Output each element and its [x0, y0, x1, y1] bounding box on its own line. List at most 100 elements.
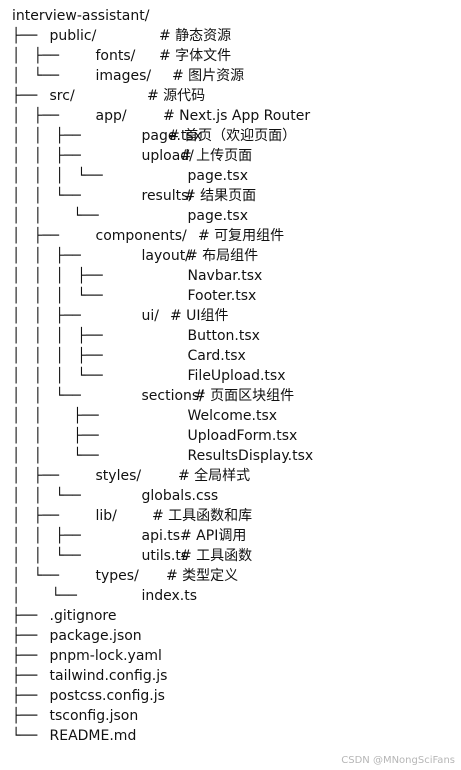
tree-item-name: types/	[95, 568, 139, 584]
tree-branch: ├──	[12, 88, 38, 104]
tree-item-name: Navbar.tsx	[187, 268, 263, 284]
tree-branch: │ └──	[12, 68, 60, 84]
tree-item-name: upload/	[141, 148, 194, 164]
tree-branch: │ ├──	[12, 468, 60, 484]
tree-item-name: page.tsx	[141, 128, 202, 144]
tree-line: │ │ ├── UploadForm.tsx	[12, 426, 457, 446]
tree-comment: # Next.js App Router	[163, 108, 311, 124]
tree-line: │ │ └── ResultsDisplay.tsx	[12, 446, 457, 466]
tree-branch: │ │ └──	[12, 188, 81, 204]
tree-item-name: styles/	[95, 468, 142, 484]
tree-line: │ │ ├── api.ts# API调用	[12, 526, 457, 546]
tree-item-name: page.tsx	[187, 208, 248, 224]
root-folder-name: interview-assistant/	[12, 8, 150, 24]
tree-branch: │ ├──	[12, 108, 60, 124]
tree-branch: │ │ │ └──	[12, 288, 103, 304]
watermark: CSDN @MNongSciFans	[341, 755, 455, 766]
tree-item-name: UploadForm.tsx	[187, 428, 298, 444]
tree-item-name: utils.ts	[141, 548, 189, 564]
tree-line: ├──tsconfig.json	[12, 706, 457, 726]
tree-item-name: tailwind.config.js	[49, 668, 168, 684]
tree-item-name: Card.tsx	[187, 348, 246, 364]
tree-branch: │ │ ├──	[12, 148, 81, 164]
tree-branch: │ │ └──	[12, 208, 99, 224]
tree-line: │ │ │ ├──Button.tsx	[12, 326, 457, 346]
tree-branch: │ ├──	[12, 48, 60, 64]
tree-branch: │ │ │ └──	[12, 168, 103, 184]
tree-branch: │ │ ├──	[12, 428, 99, 444]
tree-item-name: README.md	[49, 728, 137, 744]
tree-item-name: sections/	[141, 388, 204, 404]
tree-branch: │ │ ├──	[12, 308, 81, 324]
tree-line: │ └── images/ # 图片资源	[12, 66, 457, 86]
tree-branch: │ │ │ ├──	[12, 348, 103, 364]
tree-item-name: public/	[49, 28, 97, 44]
tree-line: │ │ ├── page.tsx# 首页（欢迎页面）	[12, 126, 457, 146]
tree-line: │ │ └── page.tsx	[12, 206, 457, 226]
tree-branch: ├──	[12, 688, 38, 704]
tree-item-name: api.ts	[141, 528, 181, 544]
tree-line: │ │ └──utils.ts# 工具函数	[12, 546, 457, 566]
tree-branch: │ │ │ ├──	[12, 268, 103, 284]
tree-line: │ │ ├── upload/# 上传页面	[12, 146, 457, 166]
tree-line: ├── .gitignore	[12, 606, 457, 626]
tree-item-name: Button.tsx	[187, 328, 260, 344]
tree-line: │ │ │ └──FileUpload.tsx	[12, 366, 457, 386]
tree-branch: │ │ └──	[12, 548, 81, 564]
tree-item-name: Welcome.tsx	[187, 408, 278, 424]
tree-branch: ├──	[12, 668, 38, 684]
tree-item-name: src/	[49, 88, 75, 104]
tree-comment: # 上传页面	[180, 148, 253, 164]
tree-line: │ ├──components/# 可复用组件	[12, 226, 457, 246]
tree-line: │ │ └──sections/# 页面区块组件	[12, 386, 457, 406]
tree-item-name: FileUpload.tsx	[187, 368, 286, 384]
tree-comment: # 首页（欢迎页面）	[168, 128, 297, 144]
tree-line: │ ├── styles/ # 全局样式	[12, 466, 457, 486]
tree-item-name: results/	[141, 188, 194, 204]
tree-line: │ └──types/# 类型定义	[12, 566, 457, 586]
tree-root: interview-assistant/	[12, 6, 457, 26]
tree-branch: ├──	[12, 608, 38, 624]
tree-line: │ └──index.ts	[12, 586, 457, 606]
tree-item-name: globals.css	[141, 488, 219, 504]
tree-line: ├──src/# 源代码	[12, 86, 457, 106]
tree-line: │ ├──fonts/# 字体文件	[12, 46, 457, 66]
tree-line: └── README.md	[12, 726, 457, 746]
tree-branch: │ │ ├──	[12, 128, 81, 144]
tree-comment: # 可复用组件	[198, 228, 285, 244]
tree-line: │ │ ├── Welcome.tsx	[12, 406, 457, 426]
tree-line: │ ├──app/# Next.js App Router	[12, 106, 457, 126]
tree-comment: # UI组件	[170, 308, 229, 324]
tree-line: │ │ │ └── page.tsx	[12, 166, 457, 186]
tree-line: ├── pnpm-lock.yaml	[12, 646, 457, 666]
tree-branch: │ └──	[12, 568, 60, 584]
tree-line: │ │ └──globals.css	[12, 486, 457, 506]
tree-branch: │ ├──	[12, 508, 60, 524]
tree-comment: # 字体文件	[159, 48, 232, 64]
tree-item-name: ResultsDisplay.tsx	[187, 448, 314, 464]
tree-comment: # 图片资源	[172, 68, 245, 84]
directory-tree: interview-assistant/ ├── public/ # 静态资源 │ ├…	[12, 6, 457, 746]
tree-item-name: lib/	[95, 508, 117, 524]
tree-item-name: .gitignore	[49, 608, 117, 624]
tree-item-name: images/	[95, 68, 152, 84]
tree-comment: # 全局样式	[178, 468, 251, 484]
tree-branch: │ │ ├──	[12, 408, 99, 424]
tree-item-name: pnpm-lock.yaml	[49, 648, 162, 664]
tree-branch: └──	[12, 728, 38, 744]
tree-line: │ │ ├──ui/# UI组件	[12, 306, 457, 326]
tree-line: │ │ │ └──Footer.tsx	[12, 286, 457, 306]
tree-branch: │ │ ├──	[12, 528, 81, 544]
tree-line: │ │ └──results/# 结果页面	[12, 186, 457, 206]
tree-comment: # 静态资源	[159, 28, 232, 44]
tree-line: │ │ ├──layout/# 布局组件	[12, 246, 457, 266]
tree-item-name: page.tsx	[187, 168, 248, 184]
tree-branch: ├──	[12, 648, 38, 664]
tree-line: ├── tailwind.config.js	[12, 666, 457, 686]
tree-comment: # API调用	[180, 528, 247, 544]
tree-item-name: components/	[95, 228, 187, 244]
tree-item-name: postcss.config.js	[49, 688, 165, 704]
tree-branch: │ │ ├──	[12, 248, 81, 264]
tree-branch: ├──	[12, 628, 38, 644]
tree-branch: │ │ └──	[12, 448, 99, 464]
